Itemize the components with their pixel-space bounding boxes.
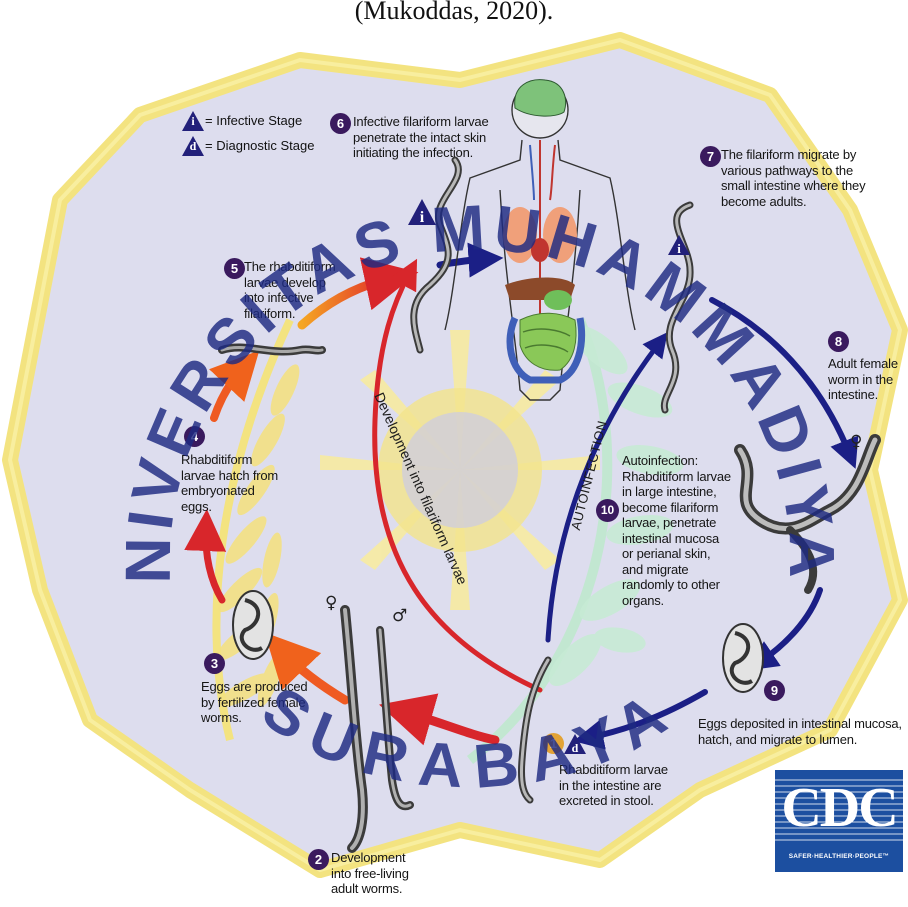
step-label-2: Development into free-living adult worms… xyxy=(331,850,421,897)
step-label-9: Eggs deposited in intestinal mucosa, hat… xyxy=(698,716,908,747)
step-label-5: The rhabditiform larvae develop into inf… xyxy=(244,259,340,321)
step-label-3: Eggs are produced by fertilized female w… xyxy=(201,679,311,726)
step-badge-7: 7 xyxy=(700,146,721,167)
svg-text:i: i xyxy=(420,209,425,226)
female-symbol-free-living: ♀ xyxy=(325,593,337,613)
infective-glyph: i xyxy=(189,114,197,129)
step-label-1: Rhabditiform larvae in the intestine are… xyxy=(559,762,669,809)
step-label-7: The filariform migrate by various pathwa… xyxy=(721,147,871,209)
infective-stage-marker-6: i xyxy=(407,198,437,226)
step-badge-6: 6 xyxy=(330,113,351,134)
step-badge-8: 8 xyxy=(828,331,849,352)
step-label-8: Adult female worm in the intestine. xyxy=(828,356,903,403)
step-badge-1: 1 xyxy=(543,733,564,754)
step-badge-9: 9 xyxy=(764,680,785,701)
cdc-logo: CDC SAFER·HEALTHIER·PEOPLE™ xyxy=(775,770,903,872)
step-badge-10: 10 xyxy=(596,499,619,522)
step-label-10: Autoinfection: Rhabditiform larvae in la… xyxy=(622,453,732,608)
step-badge-4: 4 xyxy=(184,426,205,447)
cdc-wordmark: CDC xyxy=(775,776,903,840)
legend-infective-label: = Infective Stage xyxy=(205,113,302,128)
male-symbol-free-living: ♂ xyxy=(392,606,407,626)
step-label-6: Infective filariform larvae penetrate th… xyxy=(353,114,503,161)
step-label-4: Rhabditiform larvae hatch from embryonat… xyxy=(181,452,286,514)
svg-text:i: i xyxy=(677,241,681,256)
svg-text:d: d xyxy=(572,741,579,755)
infective-stage-marker-7: i xyxy=(667,234,691,256)
diagnostic-glyph: d xyxy=(188,139,198,154)
legend-diagnostic-label: = Diagnostic Stage xyxy=(205,138,314,153)
female-symbol-adult: ♀ xyxy=(850,432,862,452)
diagnostic-stage-marker-1: d xyxy=(563,733,587,755)
step-badge-3: 3 xyxy=(204,653,225,674)
step-badge-5: 5 xyxy=(224,258,245,279)
step-badge-2: 2 xyxy=(308,849,329,870)
cdc-tagline: SAFER·HEALTHIER·PEOPLE™ xyxy=(775,853,903,860)
